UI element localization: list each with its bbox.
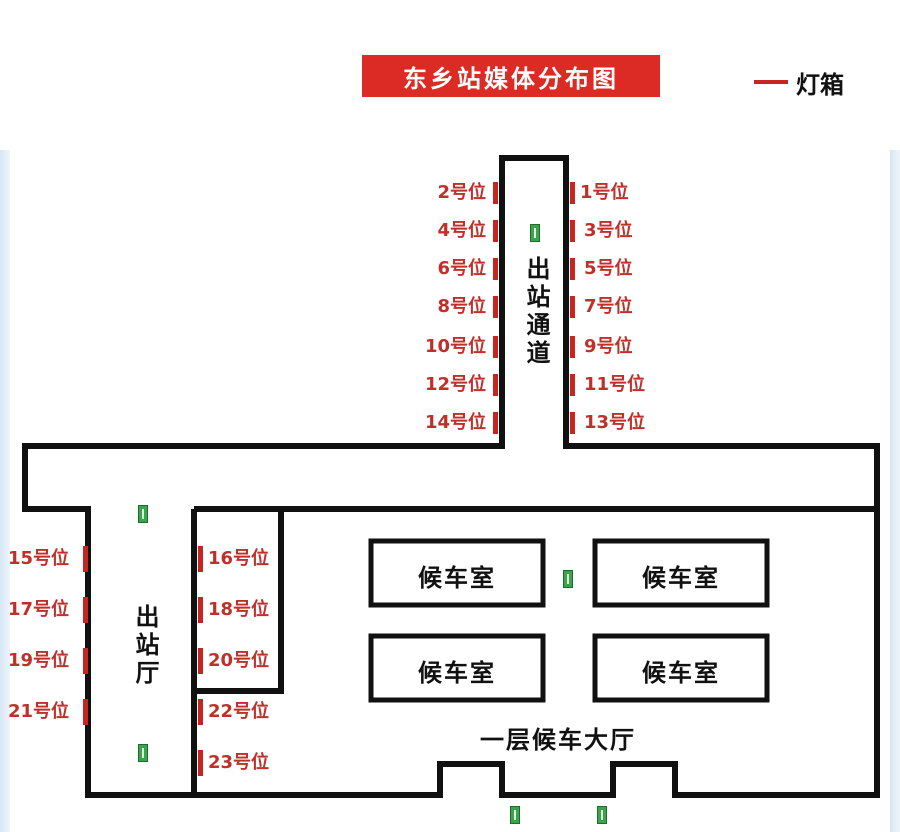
exit-passage-label: 出站通道 — [522, 256, 550, 368]
side-room — [194, 506, 284, 694]
waiting-room-2-box — [592, 538, 770, 608]
position-5-label: 5号位 — [584, 258, 633, 279]
position-12-label: 12号位 — [424, 374, 486, 395]
exit-door-icon — [597, 806, 607, 824]
lightbox-marker — [493, 412, 498, 434]
lightbox-marker — [570, 412, 575, 434]
position-9-label: 9号位 — [584, 336, 633, 357]
exit-door-icon — [138, 505, 148, 523]
lightbox-marker — [493, 296, 498, 318]
lightbox-marker — [83, 546, 88, 572]
exit-door-icon — [563, 570, 573, 588]
lightbox-marker — [198, 699, 203, 725]
lightbox-marker — [83, 699, 88, 725]
position-17-label: 17号位 — [8, 599, 70, 620]
lightbox-marker — [570, 296, 575, 318]
position-15-label: 15号位 — [8, 548, 70, 569]
lightbox-marker — [570, 220, 575, 242]
position-22-label: 22号位 — [208, 701, 270, 722]
waiting-room-label: 候车室 — [418, 564, 496, 592]
waiting-room-label: 候车室 — [642, 564, 720, 592]
lightbox-marker — [570, 336, 575, 358]
lightbox-marker — [493, 374, 498, 396]
position-13-label: 13号位 — [584, 412, 646, 433]
position-18-label: 18号位 — [208, 599, 270, 620]
position-16-label: 16号位 — [208, 548, 270, 569]
lightbox-marker — [570, 182, 575, 204]
lightbox-marker — [198, 597, 203, 623]
exit-hall-label: 出站厅 — [131, 604, 159, 688]
building-outline — [22, 155, 880, 798]
position-2-label: 2号位 — [437, 182, 486, 203]
position-7-label: 7号位 — [584, 296, 633, 317]
lightbox-marker — [83, 648, 88, 674]
position-11-label: 11号位 — [584, 374, 646, 395]
lightbox-legend-swatch — [754, 80, 788, 84]
position-21-label: 21号位 — [8, 701, 70, 722]
waiting-room-label: 候车室 — [642, 659, 720, 687]
lightbox-marker — [570, 258, 575, 280]
position-6-label: 6号位 — [437, 258, 486, 279]
lightbox-marker — [493, 336, 498, 358]
position-23-label: 23号位 — [208, 752, 270, 773]
position-20-label: 20号位 — [208, 650, 270, 671]
position-10-label: 10号位 — [424, 336, 486, 357]
right-edge-band — [890, 150, 900, 832]
exit-door-icon — [510, 806, 520, 824]
main-hall-label: 一层候车大厅 — [480, 726, 636, 754]
legend-label: 灯箱 — [796, 70, 844, 99]
position-1-label: 1号位 — [580, 182, 629, 203]
lightbox-marker — [198, 648, 203, 674]
exit-door-icon — [530, 224, 540, 242]
position-4-label: 4号位 — [437, 220, 486, 241]
position-8-label: 8号位 — [437, 296, 486, 317]
lightbox-marker — [198, 546, 203, 572]
waiting-room-label: 候车室 — [418, 659, 496, 687]
lightbox-marker — [493, 220, 498, 242]
lightbox-marker — [83, 597, 88, 623]
position-14-label: 14号位 — [424, 412, 486, 433]
lightbox-marker — [493, 182, 498, 204]
lightbox-marker — [570, 374, 575, 396]
waiting-room-4-box — [592, 633, 770, 703]
left-edge-band — [0, 150, 10, 832]
position-3-label: 3号位 — [584, 220, 633, 241]
lightbox-marker — [493, 258, 498, 280]
waiting-room-3-box — [368, 633, 546, 703]
exit-door-icon — [138, 744, 148, 762]
page-title: 东乡站媒体分布图 — [362, 55, 660, 97]
lightbox-marker — [198, 750, 203, 776]
position-19-label: 19号位 — [8, 650, 70, 671]
legend: 灯箱 — [754, 66, 844, 99]
waiting-room-1-box — [368, 538, 546, 608]
